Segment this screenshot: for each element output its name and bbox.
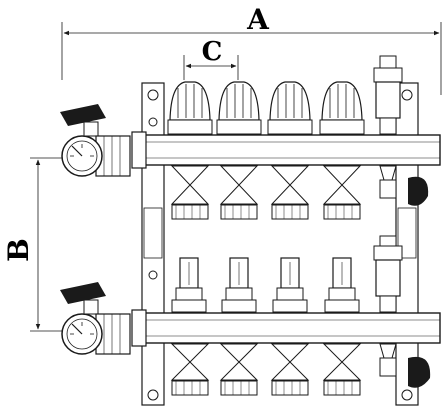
supply-rail [131,131,441,169]
flowmeter-3 [270,257,310,396]
flowmeter-4 [322,257,362,396]
bottom-flowmeter-row [170,257,362,396]
top-air-vent [373,55,429,206]
top-valve-2 [216,81,262,220]
top-valve-row [167,81,365,220]
bottom-gauge [61,313,103,355]
dimension-a-label: A [246,3,270,36]
drain-cock-top [408,176,429,206]
top-valve-1 [167,81,213,220]
flowmeter-2 [219,257,259,396]
drain-cock-bottom [408,356,431,388]
right-bracket [395,82,419,406]
left-bracket [141,82,165,406]
flowmeter-1 [170,257,210,396]
top-gauge [61,135,103,177]
return-rail [131,309,441,347]
top-valve-3 [267,81,313,220]
dimension-a: A [61,3,442,95]
dimension-c: C [183,37,239,80]
bottom-air-vent [373,235,431,388]
top-ball-valve [60,104,131,177]
bottom-ball-valve [60,282,131,355]
dimension-b-label: B [2,238,35,262]
top-valve-4 [319,81,365,220]
dimension-c-label: C [202,37,223,67]
dimension-b: B [2,157,72,332]
